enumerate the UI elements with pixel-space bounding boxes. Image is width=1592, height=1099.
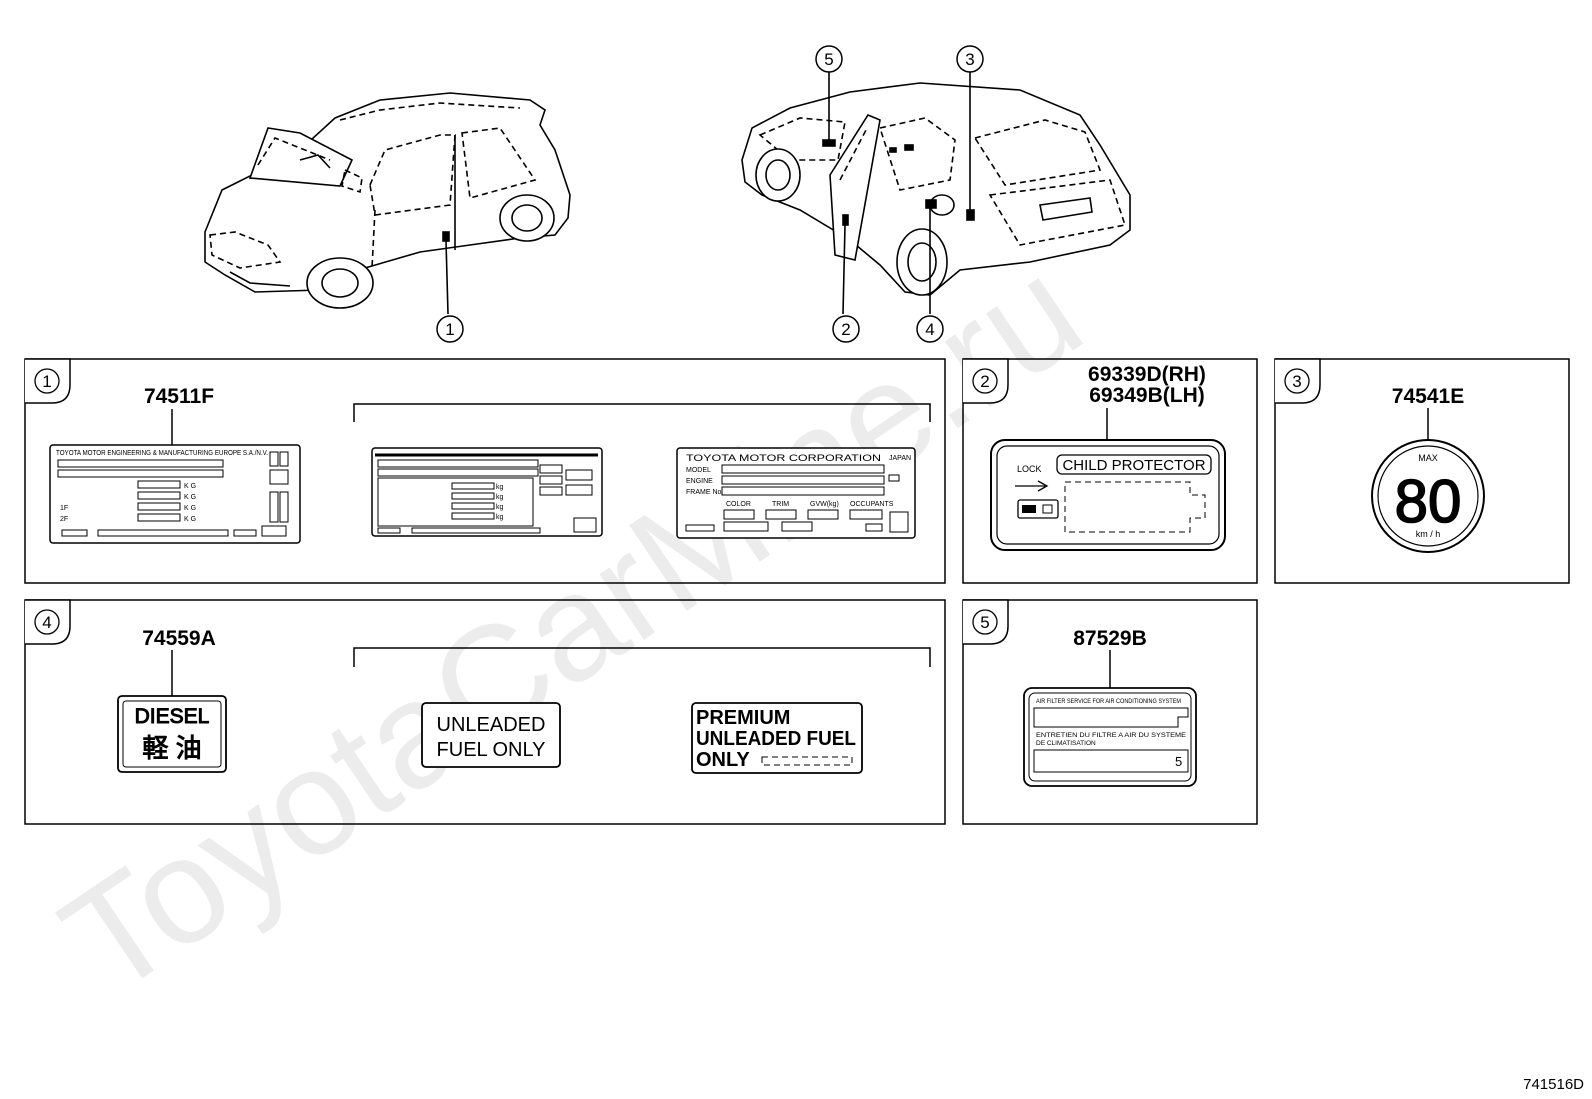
model-field-label: MODEL — [686, 467, 711, 474]
premium-text: PREMIUM — [696, 707, 790, 729]
weight-unit-4: K G — [184, 516, 196, 523]
child-protector-label: LOCK CHILD PROTECTOR — [990, 439, 1226, 551]
panel-2-number: 2 — [980, 372, 989, 391]
variant-unit-4: kg — [496, 514, 504, 521]
country-of-origin: JAPAN — [889, 455, 911, 462]
unleaded-text: UNLEADED — [437, 714, 546, 736]
callout-5: 5 — [824, 50, 833, 69]
variant-unit-2: kg — [496, 494, 504, 501]
trim-field-label: TRIM — [772, 501, 789, 508]
air-filter-french-text-1: ENTRETIEN DU FILTRE A AIR DU SYSTEME — [1036, 732, 1187, 739]
air-filter-service-number: 5 — [1175, 754, 1182, 769]
weight-plate-label: TOYOTA MOTOR ENGINEERING & MANUFACTURING… — [49, 444, 301, 544]
weight-unit-1: K G — [184, 483, 196, 490]
variant-unit-1: kg — [496, 484, 504, 491]
premium-only-text: ONLY — [696, 749, 750, 771]
panel-5: 5 87529B AIR FILTER SERVICE FOR AIR COND… — [962, 599, 1258, 825]
part-number-69339d-rh: 69339D(RH) — [1088, 363, 1206, 386]
panel-2: 2 69339D(RH) 69349B(LH) LOCK CHILD PROTE… — [962, 358, 1258, 584]
part-number-74511f: 74511F — [144, 385, 214, 408]
callout-4: 4 — [925, 320, 934, 339]
part-number-74541e: 74541E — [1392, 385, 1464, 408]
premium-unleaded-text: UNLEADED FUEL — [696, 728, 856, 750]
fuel-only-text: FUEL ONLY — [437, 739, 546, 761]
air-filter-service-label: AIR FILTER SERVICE FOR AIR CONDITIONING … — [1023, 687, 1197, 787]
part-number-87529b: 87529B — [1073, 627, 1147, 650]
diagram-page-code: 741516D — [1523, 1076, 1584, 1093]
callout-2: 2 — [841, 320, 850, 339]
weight-plate-heading: TOYOTA MOTOR ENGINEERING & MANUFACTURING… — [56, 450, 268, 457]
panel-5-number: 5 — [980, 613, 989, 632]
rear-vehicle-illustration — [741, 72, 1131, 315]
watermark: ToyotaCarMine.ru — [34, 225, 1109, 1026]
panel-1-number: 1 — [42, 372, 51, 391]
callout-1: 1 — [445, 320, 454, 339]
diesel-text: DIESEL — [135, 705, 210, 728]
panel-1: 1 74511F TOYOTA MOTOR ENGINEERING & MANU… — [24, 358, 946, 584]
vehicle-callouts: 1 2 3 4 5 — [436, 45, 984, 343]
variant-unit-3: kg — [496, 504, 504, 511]
occupants-field-label: OCCUPANTS — [850, 501, 894, 508]
callout-3: 3 — [965, 50, 974, 69]
rear-axle-label: 2F — [60, 516, 68, 523]
color-field-label: COLOR — [726, 501, 751, 508]
panel-4-number: 4 — [42, 613, 51, 632]
weight-unit-3: K G — [184, 505, 196, 512]
speed-unit: km / h — [1416, 529, 1441, 539]
engine-field-label: ENGINE — [686, 478, 713, 485]
gvw-field-label: GVW(kg) — [810, 501, 839, 508]
speed-limit-label: MAX 80 km / h — [1371, 439, 1485, 553]
lock-text: LOCK — [1017, 464, 1042, 474]
air-filter-english-text: AIR FILTER SERVICE FOR AIR CONDITIONING … — [1036, 699, 1181, 705]
unleaded-fuel-label: UNLEADED FUEL ONLY — [421, 702, 561, 768]
weight-plate-label-variant: kg kg kg kg — [371, 447, 603, 537]
part-number-74559a: 74559A — [142, 627, 216, 650]
part-number-69349b-lh: 69349B(LH) — [1089, 384, 1205, 407]
weight-unit-2: K G — [184, 494, 196, 501]
child-protector-text: CHILD PROTECTOR — [1062, 457, 1205, 474]
speed-value: 80 — [1395, 468, 1462, 535]
frame-field-label: FRAME No. — [686, 489, 723, 496]
vehicle-id-plate-label: TOYOTA MOTOR CORPORATION JAPAN MODEL ENG… — [676, 447, 916, 539]
panel-3: 3 74541E MAX 80 km / h — [1274, 358, 1570, 584]
max-text: MAX — [1418, 453, 1438, 463]
front-vehicle-illustration — [204, 92, 571, 315]
panel-4: 4 74559A DIESEL 軽 油 UNLEADED FUEL ONLY P… — [24, 599, 946, 825]
panel-3-number: 3 — [1292, 372, 1301, 391]
front-axle-label: 1F — [60, 505, 68, 512]
premium-unleaded-fuel-label: PREMIUM UNLEADED FUEL ONLY — [691, 702, 863, 774]
diesel-fuel-label: DIESEL 軽 油 — [117, 695, 227, 773]
air-filter-french-text-2: DE CLIMATISATION — [1036, 740, 1096, 747]
diesel-kanji-text: 軽 油 — [142, 733, 201, 763]
manufacturer-name: TOYOTA MOTOR CORPORATION — [686, 453, 881, 463]
